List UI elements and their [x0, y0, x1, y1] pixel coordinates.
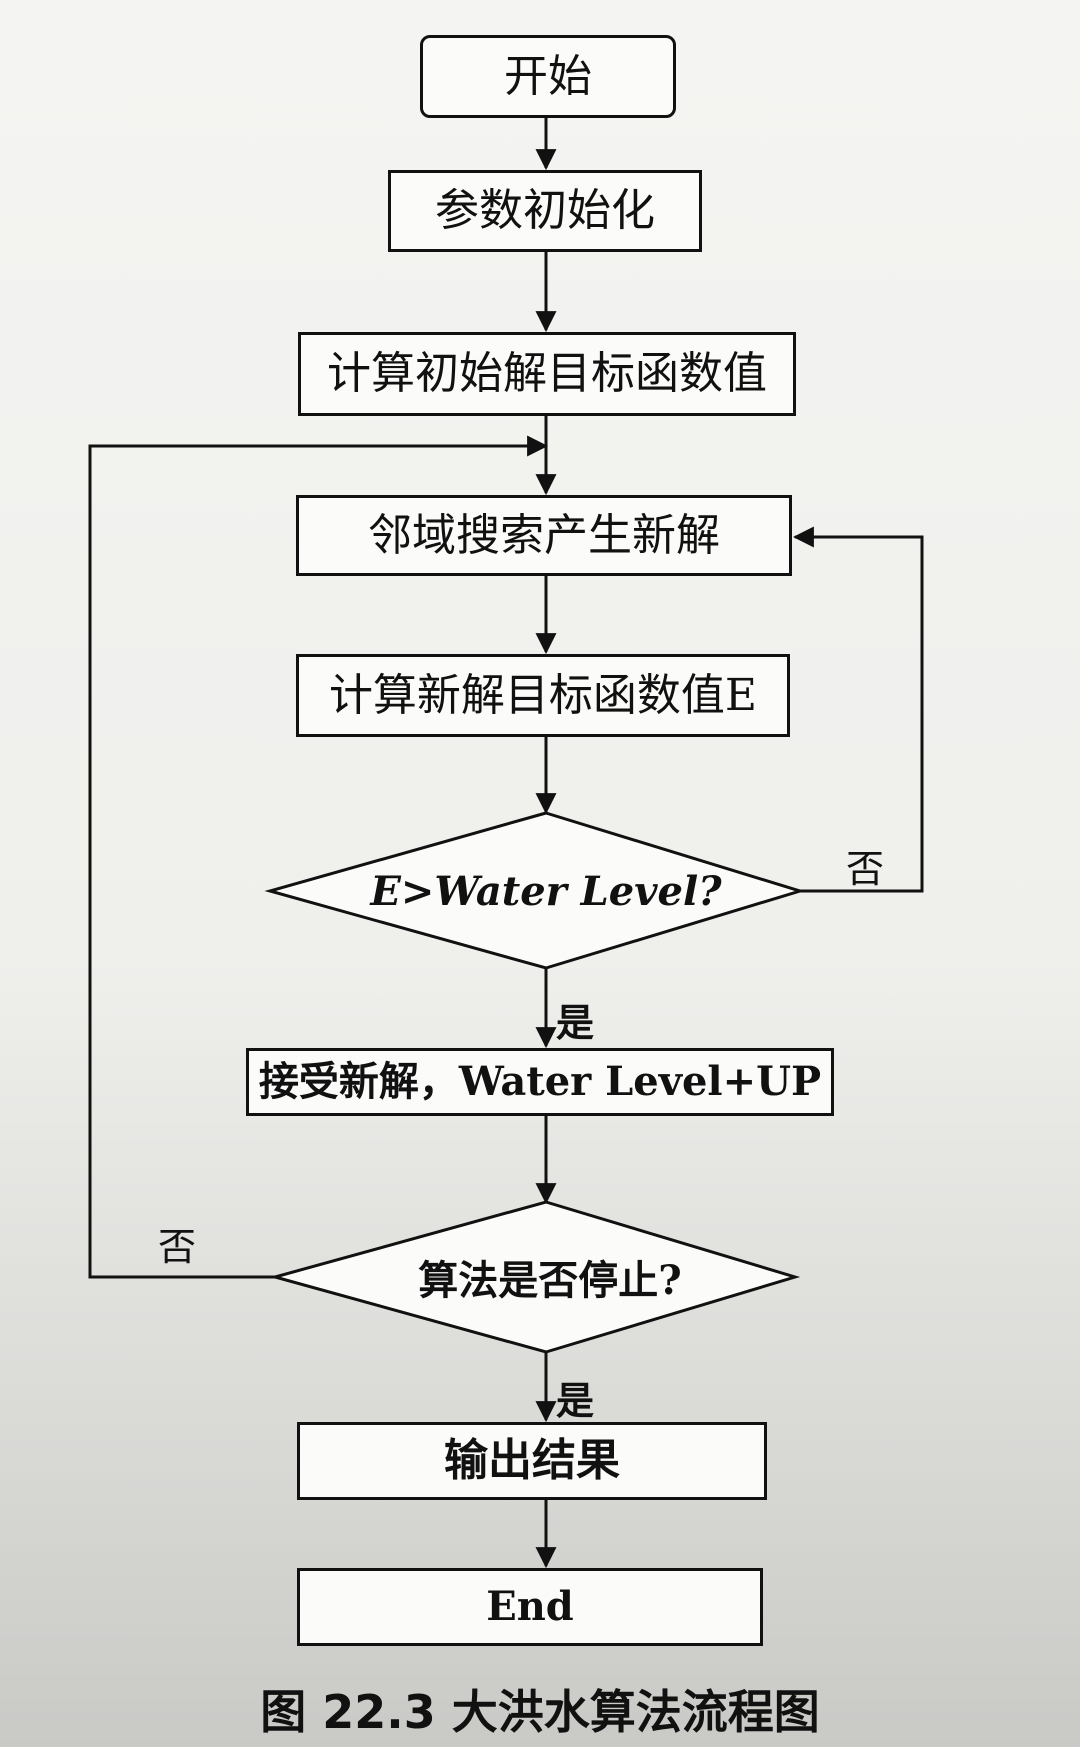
end-node: End [297, 1568, 763, 1646]
start-node: 开始 [420, 35, 676, 118]
output-node: 输出结果 [297, 1422, 767, 1500]
calc-initial-node: 计算初始解目标函数值 [298, 332, 796, 416]
figure-caption: 图 22.3 大洪水算法流程图 [260, 1685, 820, 1739]
decision-diamond-water [264, 811, 806, 970]
decision-stop-text: 算法是否停止? [330, 1246, 770, 1308]
calc-new-node: 计算新解目标函数值E [296, 654, 790, 737]
accept-label: 接受新解，Water Level+UP [258, 1058, 822, 1105]
edge-label-stop-yes: 是 [556, 1378, 595, 1423]
start-label: 开始 [504, 50, 592, 102]
loop-water-no [792, 526, 924, 893]
init-label: 参数初始化 [435, 185, 655, 236]
loop-stop-no [88, 435, 549, 1279]
calc-new-label: 计算新解目标函数值E [328, 669, 758, 721]
edge-label-water-no: 否 [846, 847, 885, 891]
neighbor-search-node: 邻域搜索产生新解 [296, 495, 792, 576]
edge-label-stop-no: 否 [158, 1225, 197, 1269]
neighbor-search-label: 邻域搜索产生新解 [368, 509, 720, 561]
decision-diamond-stop [269, 1200, 801, 1354]
output-label: 输出结果 [444, 1435, 620, 1486]
init-node: 参数初始化 [388, 170, 702, 252]
edge-label-water-yes: 是 [556, 1000, 595, 1045]
decision-water-label: E>Water Level? [370, 867, 722, 915]
calc-initial-label: 计算初始解目标函数值 [327, 348, 767, 399]
end-label: End [486, 1583, 574, 1630]
accept-node: 接受新解，Water Level+UP [246, 1048, 834, 1116]
decision-stop-label: 算法是否停止? [418, 1257, 682, 1304]
decision-water-text: E>Water Level? [300, 860, 792, 922]
